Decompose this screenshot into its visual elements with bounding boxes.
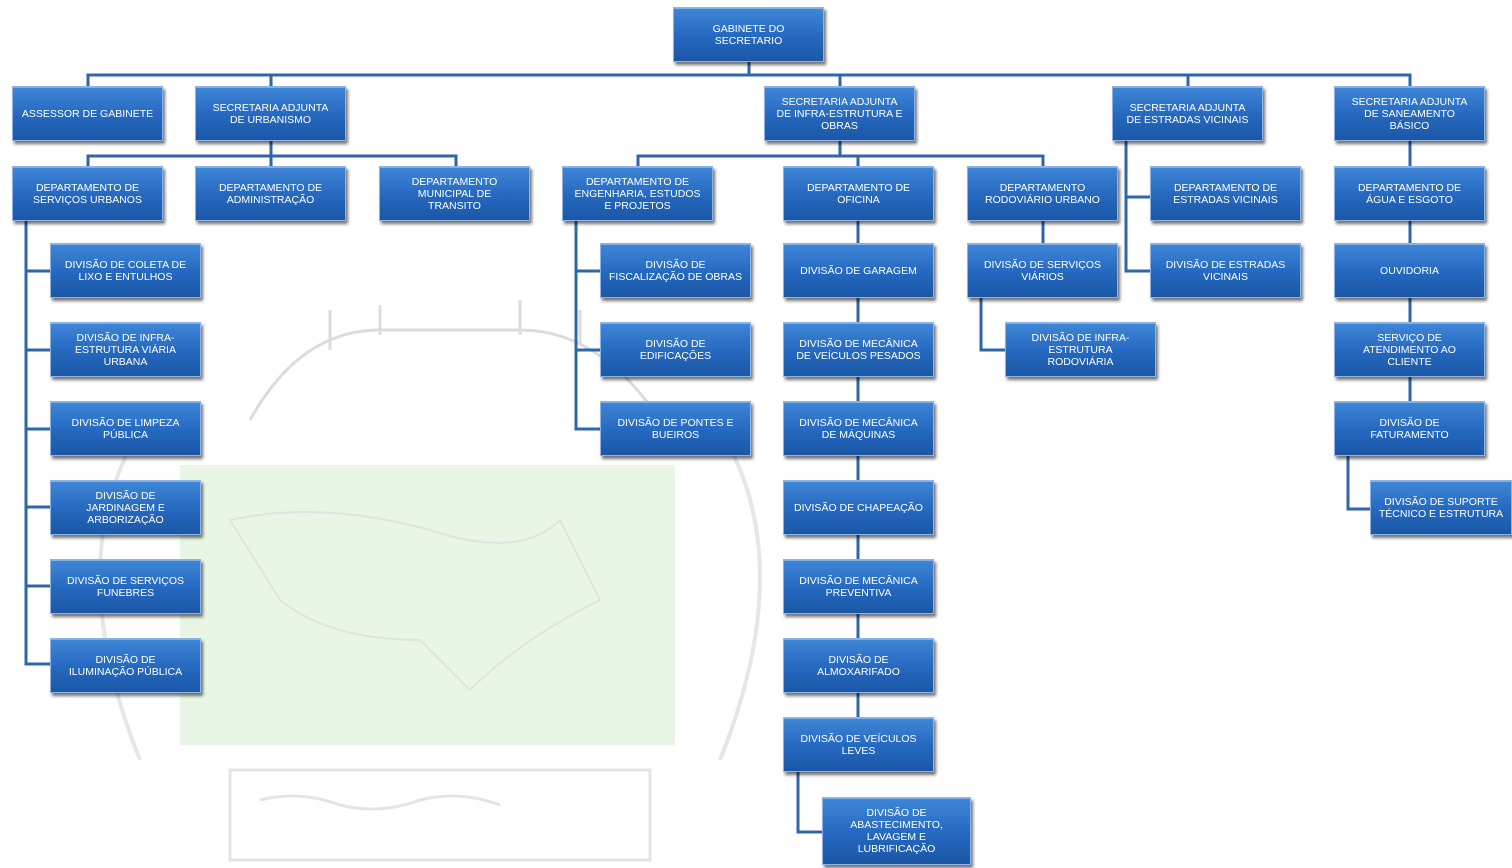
dep-transito-label: DEPARTAMENTO MUNICIPAL DE TRANSITO	[411, 175, 498, 212]
div-garagem-box: DIVISÃO DE GARAGEM	[783, 243, 934, 298]
div-infra-rodoviaria-box: DIVISÃO DE INFRA- ESTRUTURA RODOVIÁRIA	[1005, 322, 1156, 377]
div-funebres-label: DIVISÃO DE SERVIÇOS FUNEBRES	[66, 574, 185, 599]
div-mec-pesados-box: DIVISÃO DE MECÂNICA DE VEÍCULOS PESADOS	[783, 322, 934, 377]
dep-rodoviario-label: DEPARTAMENTO RODOVIÁRIO URBANO	[985, 181, 1100, 206]
div-mec-preventiva-label: DIVISÃO DE MECÂNICA PREVENTIVA	[799, 574, 918, 599]
gabinete-secretario-label: GABINETE DO SECRETARIO	[712, 22, 785, 47]
secretaria-urbanismo-label: SECRETARIA ADJUNTA DE URBANISMO	[212, 101, 329, 126]
secretaria-infra-box: SECRETARIA ADJUNTA DE INFRA-ESTRUTURA E …	[764, 86, 915, 141]
div-limpeza-label: DIVISÃO DE LIMPEZA PÚBLICA	[71, 416, 180, 441]
div-mec-pesados-label: DIVISÃO DE MECÂNICA DE VEÍCULOS PESADOS	[796, 337, 921, 362]
div-almoxarifado-label: DIVISÃO DE ALMOXARIFADO	[817, 653, 900, 678]
div-mec-maquinas-label: DIVISÃO DE MECÂNICA DE MÁQUINAS	[799, 416, 918, 441]
div-infra-viaria-box: DIVISÃO DE INFRA- ESTRUTURA VIÁRIA URBAN…	[50, 322, 201, 377]
div-faturamento-label: DIVISÃO DE FATURAMENTO	[1370, 416, 1449, 441]
dep-engenharia-label: DEPARTAMENTO DE ENGENHARIA, ESTUDOS E PR…	[574, 175, 701, 212]
div-abastecimento-label: DIVISÃO DE ABASTECIMENTO, LAVAGEM E LUBR…	[850, 807, 943, 855]
div-iluminacao-box: DIVISÃO DE ILUMINAÇÃO PÚBLICA	[50, 638, 201, 693]
ouvidoria-label: OUVIDORIA	[1380, 264, 1439, 277]
div-abastecimento-box: DIVISÃO DE ABASTECIMENTO, LAVAGEM E LUBR…	[822, 797, 971, 865]
div-jardinagem-box: DIVISÃO DE JARDINAGEM E ARBORIZAÇÃO	[50, 480, 201, 535]
div-edificacoes-label: DIVISÃO DE EDIFICAÇÕES	[639, 337, 712, 362]
div-servicos-viarios-box: DIVISÃO DE SERVIÇOS VIÁRIOS	[967, 243, 1118, 298]
div-veiculos-leves-box: DIVISÃO DE VEÍCULOS LEVES	[783, 717, 934, 772]
secretaria-estradas-label: SECRETARIA ADJUNTA DE ESTRADAS VICINAIS	[1126, 101, 1249, 126]
serv-atendimento-box: SERVIÇO DE ATENDIMENTO AO CLIENTE	[1334, 322, 1485, 377]
div-mec-preventiva-box: DIVISÃO DE MECÂNICA PREVENTIVA	[783, 559, 934, 614]
dep-agua-label: DEPARTAMENTO DE ÁGUA E ESGOTO	[1357, 181, 1462, 206]
div-funebres-box: DIVISÃO DE SERVIÇOS FUNEBRES	[50, 559, 201, 614]
div-coleta-label: DIVISÃO DE COLETA DE LIXO E ENTULHOS	[64, 258, 187, 283]
dep-agua-box: DEPARTAMENTO DE ÁGUA E ESGOTO	[1334, 166, 1485, 221]
dep-administracao-box: DEPARTAMENTO DE ADMINISTRAÇÃO	[195, 166, 346, 221]
secretaria-infra-label: SECRETARIA ADJUNTA DE INFRA-ESTRUTURA E …	[776, 95, 903, 132]
div-infra-rodoviaria-label: DIVISÃO DE INFRA- ESTRUTURA RODOVIÁRIA	[1031, 331, 1130, 368]
div-fiscalizacao-label: DIVISÃO DE FISCALIZAÇÃO DE OBRAS	[608, 258, 743, 283]
div-limpeza-box: DIVISÃO DE LIMPEZA PÚBLICA	[50, 401, 201, 456]
dep-servicos-urbanos-box: DEPARTAMENTO DE SERVIÇOS URBANOS	[12, 166, 163, 221]
div-pontes-box: DIVISÃO DE PONTES E BUEIROS	[600, 401, 751, 456]
secretaria-estradas-box: SECRETARIA ADJUNTA DE ESTRADAS VICINAIS	[1112, 86, 1263, 141]
div-veiculos-leves-label: DIVISÃO DE VEÍCULOS LEVES	[800, 732, 917, 757]
secretaria-saneamento-box: SECRETARIA ADJUNTA DE SANEAMENTO BÁSICO	[1334, 86, 1485, 141]
div-faturamento-box: DIVISÃO DE FATURAMENTO	[1334, 401, 1485, 456]
div-suporte-box: DIVISÃO DE SUPORTE TÉCNICO E ESTRUTURA	[1370, 480, 1512, 535]
div-jardinagem-label: DIVISÃO DE JARDINAGEM E ARBORIZAÇÃO	[86, 489, 165, 526]
dep-servicos-urbanos-label: DEPARTAMENTO DE SERVIÇOS URBANOS	[33, 181, 142, 206]
div-pontes-label: DIVISÃO DE PONTES E BUEIROS	[617, 416, 734, 441]
dep-transito-box: DEPARTAMENTO MUNICIPAL DE TRANSITO	[379, 166, 530, 221]
div-estradas-vicinais-label: DIVISÃO DE ESTRADAS VICINAIS	[1165, 258, 1286, 283]
dep-rodoviario-box: DEPARTAMENTO RODOVIÁRIO URBANO	[967, 166, 1118, 221]
assessor-gabinete-label: ASSESSOR DE GABINETE	[21, 107, 154, 120]
ouvidoria-box: OUVIDORIA	[1334, 243, 1485, 298]
secretaria-urbanismo-box: SECRETARIA ADJUNTA DE URBANISMO	[195, 86, 346, 141]
div-edificacoes-box: DIVISÃO DE EDIFICAÇÕES	[600, 322, 751, 377]
div-chapeacao-label: DIVISÃO DE CHAPEAÇÃO	[794, 501, 923, 514]
dep-engenharia-box: DEPARTAMENTO DE ENGENHARIA, ESTUDOS E PR…	[562, 166, 713, 221]
div-servicos-viarios-label: DIVISÃO DE SERVIÇOS VIÁRIOS	[983, 258, 1102, 283]
dep-administracao-label: DEPARTAMENTO DE ADMINISTRAÇÃO	[218, 181, 323, 206]
dep-oficina-label: DEPARTAMENTO DE OFICINA	[806, 181, 911, 206]
secretaria-saneamento-label: SECRETARIA ADJUNTA DE SANEAMENTO BÁSICO	[1351, 95, 1468, 132]
dep-oficina-box: DEPARTAMENTO DE OFICINA	[783, 166, 934, 221]
div-fiscalizacao-box: DIVISÃO DE FISCALIZAÇÃO DE OBRAS	[600, 243, 751, 298]
assessor-gabinete-box: ASSESSOR DE GABINETE	[12, 86, 163, 141]
div-estradas-vicinais-box: DIVISÃO DE ESTRADAS VICINAIS	[1150, 243, 1301, 298]
serv-atendimento-label: SERVIÇO DE ATENDIMENTO AO CLIENTE	[1363, 331, 1456, 368]
div-garagem-label: DIVISÃO DE GARAGEM	[800, 264, 917, 277]
div-mec-maquinas-box: DIVISÃO DE MECÂNICA DE MÁQUINAS	[783, 401, 934, 456]
div-coleta-box: DIVISÃO DE COLETA DE LIXO E ENTULHOS	[50, 243, 201, 298]
dep-estradas-label: DEPARTAMENTO DE ESTRADAS VICINAIS	[1173, 181, 1278, 206]
gabinete-secretario-box: GABINETE DO SECRETARIO	[673, 7, 824, 62]
div-iluminacao-label: DIVISÃO DE ILUMINAÇÃO PÚBLICA	[68, 653, 183, 678]
div-chapeacao-box: DIVISÃO DE CHAPEAÇÃO	[783, 480, 934, 535]
div-infra-viaria-label: DIVISÃO DE INFRA- ESTRUTURA VIÁRIA URBAN…	[75, 331, 176, 368]
div-almoxarifado-box: DIVISÃO DE ALMOXARIFADO	[783, 638, 934, 693]
dep-estradas-box: DEPARTAMENTO DE ESTRADAS VICINAIS	[1150, 166, 1301, 221]
div-suporte-label: DIVISÃO DE SUPORTE TÉCNICO E ESTRUTURA	[1378, 495, 1504, 520]
